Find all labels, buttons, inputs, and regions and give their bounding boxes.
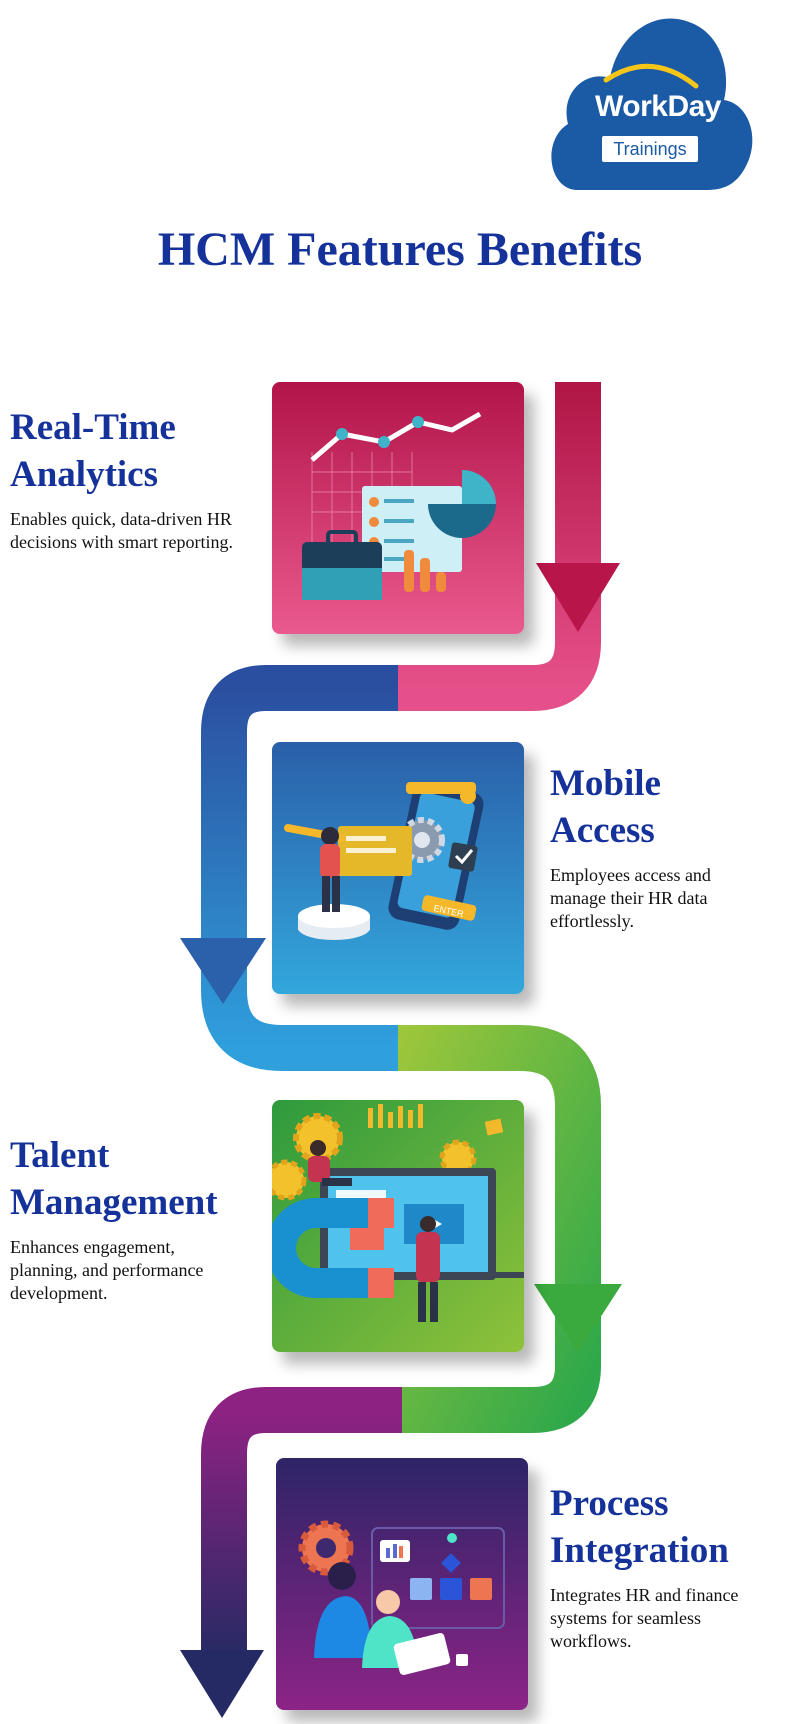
cloud-logo-icon: [551, 18, 753, 190]
flow-segment-purple: [201, 1387, 402, 1660]
logo-brand-text: WorkDay: [595, 90, 722, 123]
page-title: HCM Features Benefits: [157, 223, 643, 276]
feature-title-line2: Analytics: [10, 454, 158, 495]
feature-mobile-access: Mobile Access Employees access and manag…: [550, 760, 800, 933]
trend-point-icon: [336, 428, 348, 440]
feature-title: Talent Management: [10, 1132, 270, 1226]
feature-title-line1: Real-Time: [10, 407, 176, 448]
feature-title-line1: Talent: [10, 1135, 110, 1176]
feature-description: Enhances engagement, planning, and perfo…: [10, 1237, 204, 1303]
flow-segment-red: [398, 382, 601, 711]
feature-description: Integrates HR and finance systems for se…: [550, 1585, 739, 1651]
integration-card: [276, 1458, 528, 1710]
feature-title: Mobile Access: [550, 760, 800, 854]
workday-logo: WorkDay Trainings: [546, 0, 756, 200]
flow-arrow-green: [534, 1284, 622, 1352]
integration-illustration: [276, 1458, 528, 1710]
feature-description: Employees access and manage their HR dat…: [550, 865, 711, 931]
mobile-illustration: ENTER: [272, 742, 524, 994]
mobile-card: ENTER: [272, 742, 524, 994]
flow-arrow-blue: [180, 938, 266, 1004]
feature-description: Enables quick, data-driven HR decisions …: [10, 509, 233, 552]
feature-title: Process Integration: [550, 1480, 800, 1574]
flow-arrow-purple: [180, 1650, 264, 1718]
logo-sub-text: Trainings: [602, 136, 698, 162]
feature-process-integration: Process Integration Integrates HR and fi…: [550, 1480, 800, 1653]
feature-talent-management: Talent Management Enhances engagement, p…: [10, 1132, 270, 1305]
check-icon: [448, 842, 478, 872]
flow-segment-green: [398, 1025, 601, 1433]
feature-title-line2: Integration: [550, 1530, 729, 1571]
feature-real-time-analytics: Real-Time Analytics Enables quick, data-…: [10, 404, 270, 554]
analytics-illustration: [272, 382, 524, 634]
feature-title: Real-Time Analytics: [10, 404, 270, 498]
talent-card: [272, 1100, 524, 1352]
talent-illustration: [272, 1100, 524, 1352]
feature-title-line2: Management: [10, 1182, 218, 1223]
feature-title-line1: Process: [550, 1483, 669, 1524]
feature-title-line2: Access: [550, 810, 655, 851]
flow-arrow-red: [536, 563, 620, 632]
feature-title-line1: Mobile: [550, 763, 661, 804]
analytics-card: [272, 382, 524, 634]
